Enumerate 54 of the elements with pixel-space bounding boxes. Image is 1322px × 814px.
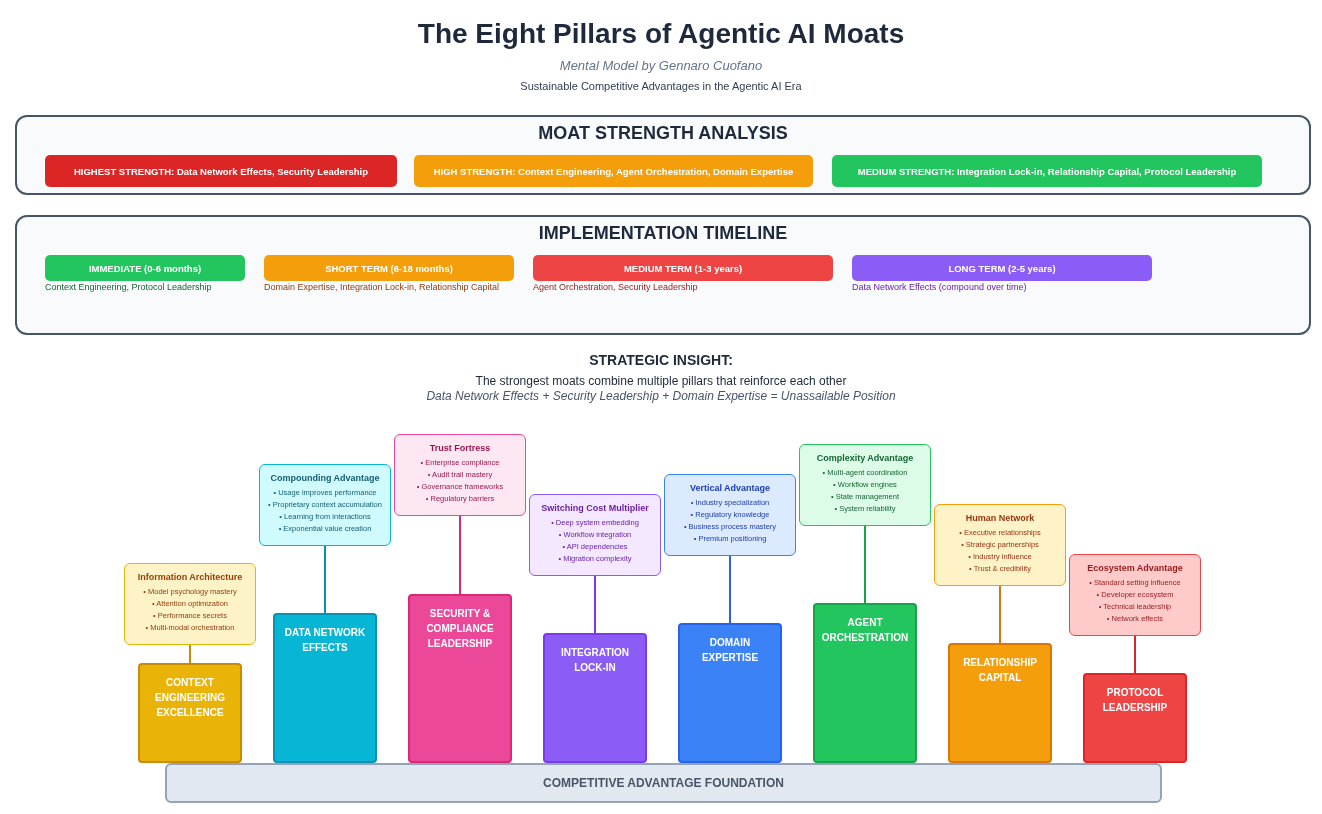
callout-card [529,494,661,576]
card-heading: Complexity Advantage [815,453,915,463]
card-heading: Ecosystem Advantage [1086,563,1184,573]
foundation-base: COMPETITIVE ADVANTAGE FOUNDATION [165,763,1162,803]
pillar-block: DOMAIN EXPERTISE [678,623,782,763]
pillar-block: RELATIONSHIP CAPITAL [948,643,1052,763]
card-heading: Compounding Advantage [269,473,381,483]
formula-text: Data Network Effects + Security Leadership + Domain Expertise = Unassailable Position [425,389,897,403]
section-panel [15,215,1311,335]
card-heading: Switching Cost Multiplier [540,503,650,513]
connector-line [459,515,461,595]
connector-line [1134,635,1136,674]
pillar-block: CONTEXT ENGINEERING EXCELLENCE [138,663,242,763]
callout-card [259,464,391,546]
timeline-note: Domain Expertise, Integration Lock-in, Relationship Capital [264,282,500,292]
connector-line [864,525,866,604]
timeline-note: Context Engineering, Protocol Leadership [45,282,212,292]
card-heading: Vertical Advantage [688,483,772,493]
connector-line [594,575,596,634]
callout-card [124,563,256,645]
callout-card [1069,554,1201,636]
pillar-block: PROTOCOL LEADERSHIP [1083,673,1187,763]
callout-card [934,504,1066,586]
section-panel [15,115,1311,195]
card-heading: Information Architecture [136,572,244,582]
pillar-block: SECURITY & COMPLIANCE LEADERSHIP [408,594,512,763]
callout-card [664,474,796,556]
category-bar: HIGH STRENGTH: Context Engineering, Agent Orchestration, Domain Expertise [414,155,813,187]
card-heading: Human Network [964,513,1036,523]
connector-line [189,644,191,664]
category-bar: MEDIUM TERM (1-3 years) [533,255,833,281]
category-bar: HIGHEST STRENGTH: Data Network Effects, Security Leadership [45,155,397,187]
panel-heading: IMPLEMENTATION TIMELINE [537,223,789,244]
timeline-note: Data Network Effects (compound over time) [852,282,1027,292]
category-bar: IMMEDIATE (0-6 months) [45,255,245,281]
callout-card [799,444,931,526]
category-bar: MEDIUM STRENGTH: Integration Lock-in, Relationship Capital, Protocol Leadership [832,155,1262,187]
connector-line [999,585,1001,644]
insight-text: The strongest moats combine multiple pillars that reinforce each other [474,374,848,388]
tagline-text: Sustainable Competitive Advantages in the Agentic AI Era [519,80,803,92]
timeline-note: Agent Orchestration, Security Leadership [533,282,698,292]
connector-line [324,545,326,614]
pillar-block: INTEGRATION LOCK-IN [543,633,647,763]
callout-card [394,434,526,516]
connector-line [729,555,731,624]
insight-heading: STRATEGIC INSIGHT: [588,352,734,368]
card-heading: Trust Fortress [428,443,492,453]
category-bar: LONG TERM (2-5 years) [852,255,1152,281]
category-bar: SHORT TERM (6-18 months) [264,255,514,281]
diagram-title: The Eight Pillars of Agentic AI Moats [416,18,906,50]
pillar-block: AGENT ORCHESTRATION [813,603,917,763]
panel-heading: MOAT STRENGTH ANALYSIS [537,123,789,144]
subtitle-text: Mental Model by Gennaro Cuofano [558,58,764,73]
pillar-block: DATA NETWORK EFFECTS [273,613,377,763]
